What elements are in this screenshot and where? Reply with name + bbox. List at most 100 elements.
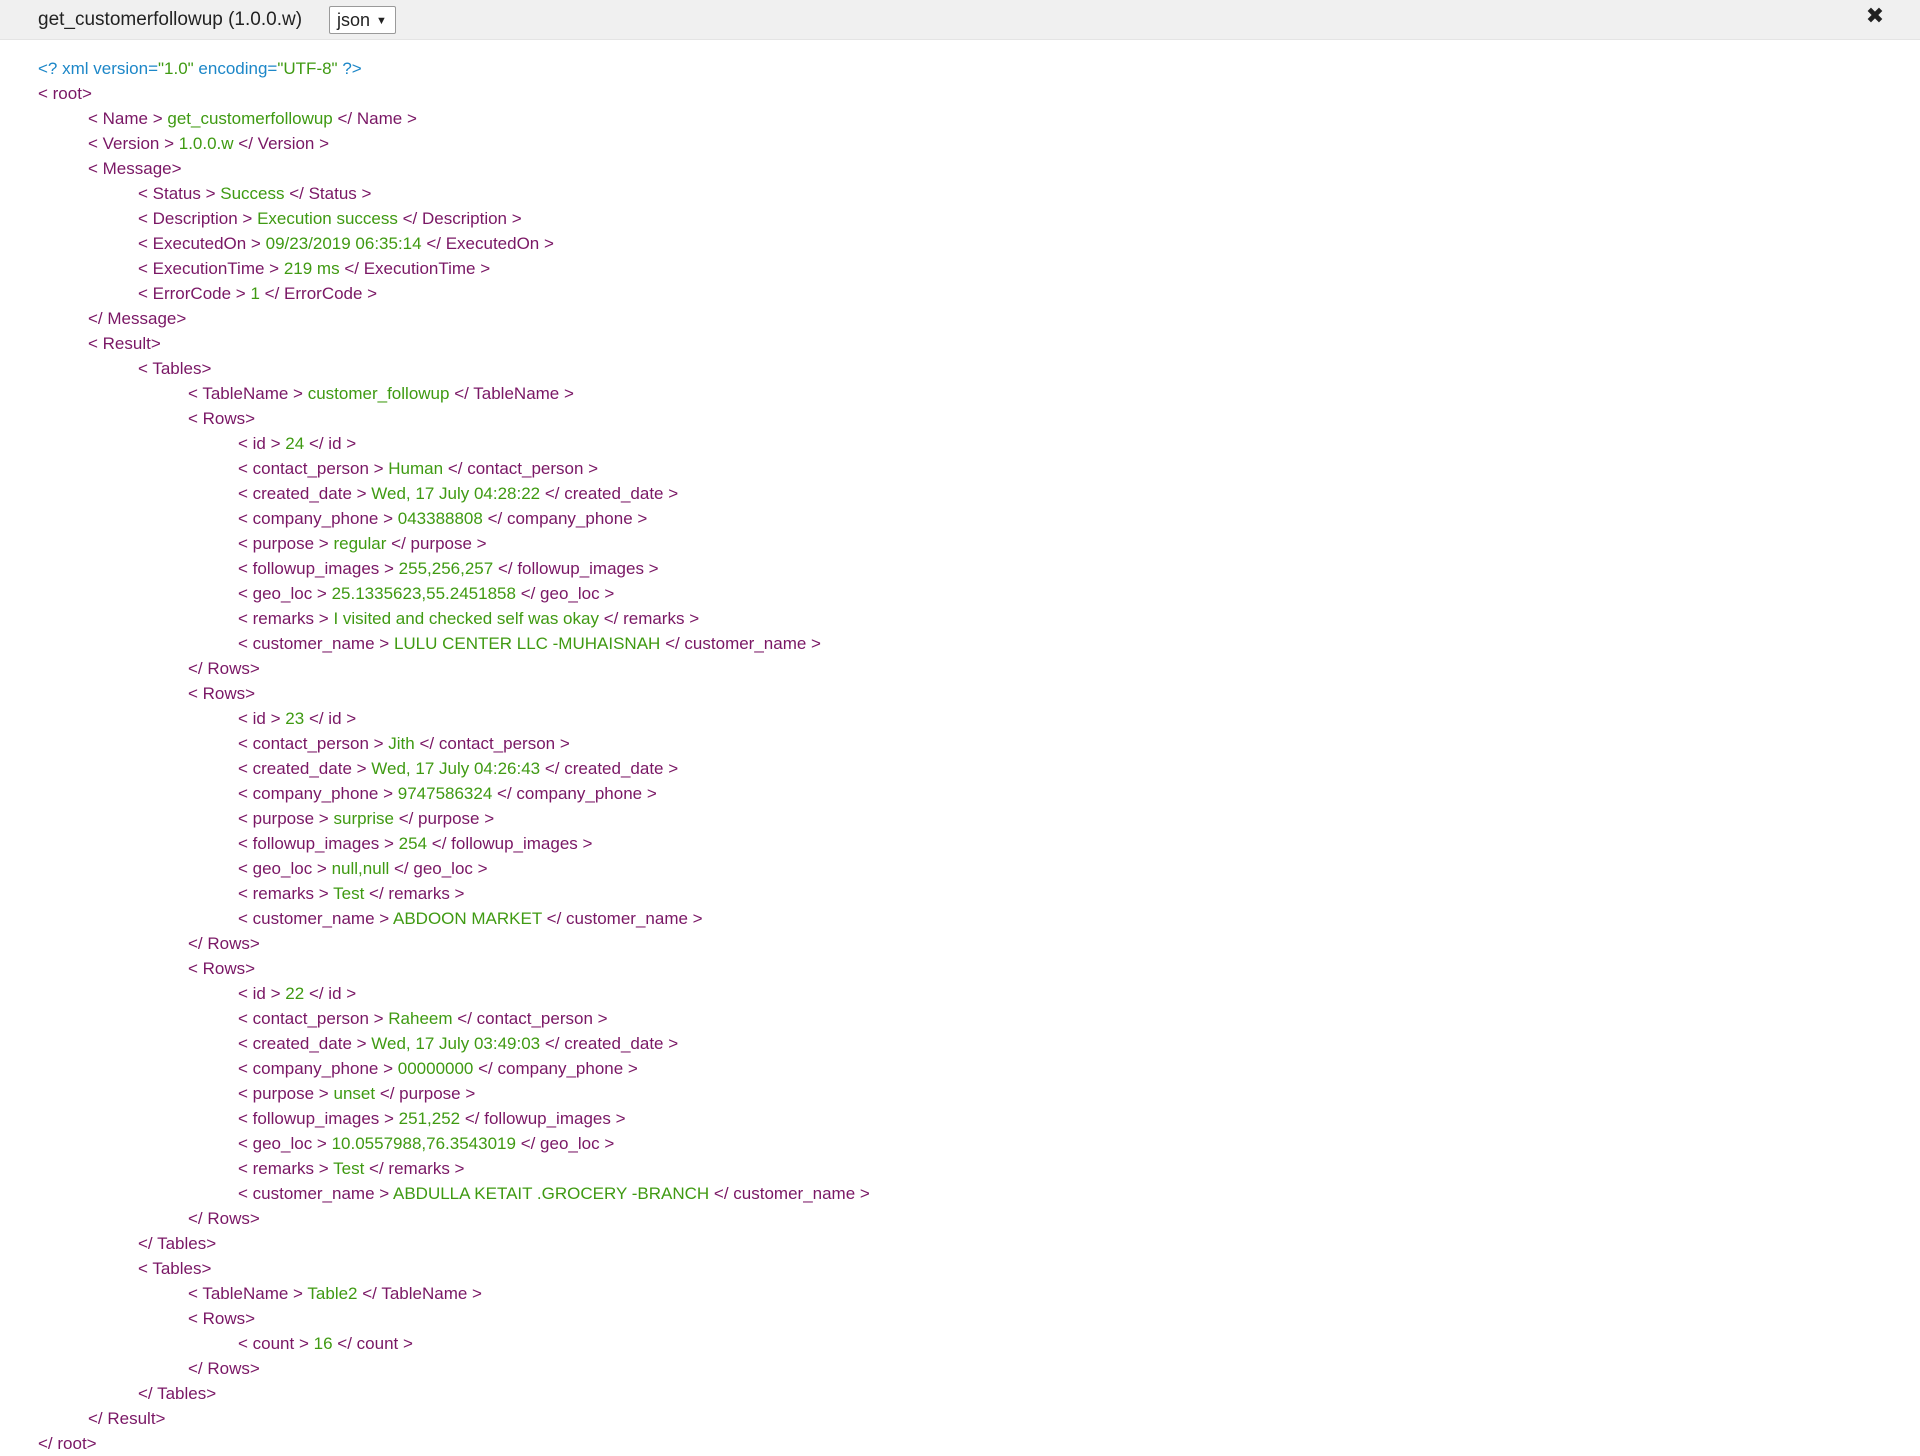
- xml-value: Jith: [388, 734, 415, 753]
- xml-line: </ Tables>: [38, 1381, 1920, 1406]
- xml-close-tag: </ contact_person >: [419, 734, 570, 753]
- xml-close-tag: </ Name >: [337, 109, 417, 128]
- xml-open-tag: < Version >: [88, 134, 175, 153]
- xml-line: < Rows>: [38, 1306, 1920, 1331]
- xml-value: 043388808: [397, 509, 483, 528]
- xml-value: Wed, 17 July 04:28:22: [371, 484, 541, 503]
- xml-line: < remarks > Test </ remarks >: [38, 881, 1920, 906]
- xml-declaration: <? xml version="1.0" encoding="UTF-8" ?>: [38, 56, 1920, 81]
- xml-open-tag: < customer_name >: [238, 634, 390, 653]
- xml-value: regular: [333, 534, 387, 553]
- xml-line: < TableName > customer_followup </ Table…: [38, 381, 1920, 406]
- xml-declaration-suffix: ?>: [337, 59, 362, 78]
- xml-value: 22: [285, 984, 305, 1003]
- xml-line: < created_date > Wed, 17 July 04:26:43 <…: [38, 756, 1920, 781]
- xml-close-tag: </ id >: [308, 984, 357, 1003]
- xml-value: null,null: [331, 859, 390, 878]
- xml-value: Raheem: [388, 1009, 453, 1028]
- xml-value: 16: [313, 1334, 333, 1353]
- xml-open-tag: </ Rows>: [188, 934, 260, 953]
- xml-line: < ErrorCode > 1 </ ErrorCode >: [38, 281, 1920, 306]
- xml-open-tag: < created_date >: [238, 759, 367, 778]
- xml-line: < geo_loc > 10.0557988,76.3543019 </ geo…: [38, 1131, 1920, 1156]
- xml-line: </ Message>: [38, 306, 1920, 331]
- xml-open-tag: < remarks >: [238, 884, 329, 903]
- xml-open-tag: < purpose >: [238, 534, 329, 553]
- xml-close-tag: </ geo_loc >: [520, 584, 615, 603]
- xml-open-tag: < Rows>: [188, 959, 256, 978]
- xml-close-tag: </ remarks >: [369, 1159, 465, 1178]
- xml-value: Human: [388, 459, 444, 478]
- xml-open-tag: </ root>: [38, 1434, 97, 1453]
- xml-open-tag: < Description >: [138, 209, 253, 228]
- xml-line: </ Result>: [38, 1406, 1920, 1431]
- xml-value: 25.1335623,55.2451858: [331, 584, 516, 603]
- xml-open-tag: </ Tables>: [138, 1384, 217, 1403]
- xml-close-tag: </ purpose >: [391, 534, 487, 553]
- xml-open-tag: < Name >: [88, 109, 163, 128]
- xml-line: < id > 22 </ id >: [38, 981, 1920, 1006]
- xml-line: < remarks > Test </ remarks >: [38, 1156, 1920, 1181]
- xml-viewer: <? xml version="1.0" encoding="UTF-8" ?>…: [38, 56, 1920, 1456]
- xml-close-tag: </ created_date >: [544, 1034, 679, 1053]
- xml-line: < company_phone > 043388808 </ company_p…: [38, 506, 1920, 531]
- xml-line: < count > 16 </ count >: [38, 1331, 1920, 1356]
- xml-line: < Version > 1.0.0.w </ Version >: [38, 131, 1920, 156]
- xml-open-tag: < TableName >: [188, 1284, 303, 1303]
- xml-close-tag: </ count >: [337, 1334, 413, 1353]
- xml-close-tag: </ purpose >: [398, 809, 495, 828]
- xml-line: < Tables>: [38, 356, 1920, 381]
- xml-close-tag: </ Version >: [238, 134, 330, 153]
- xml-open-tag: < company_phone >: [238, 509, 394, 528]
- xml-close-tag: </ followup_images >: [464, 1109, 626, 1128]
- xml-close-tag: </ contact_person >: [457, 1009, 608, 1028]
- xml-close-tag: </ Status >: [289, 184, 372, 203]
- xml-open-tag: < followup_images >: [238, 834, 394, 853]
- xml-value: Test: [333, 1159, 365, 1178]
- xml-value: 254: [398, 834, 428, 853]
- xml-line: < customer_name > LULU CENTER LLC -MUHAI…: [38, 631, 1920, 656]
- xml-close-tag: </ customer_name >: [713, 1184, 870, 1203]
- xml-open-tag: < remarks >: [238, 1159, 329, 1178]
- xml-open-tag: < remarks >: [238, 609, 329, 628]
- xml-open-tag: < Rows>: [188, 1309, 256, 1328]
- xml-line: </ Rows>: [38, 1356, 1920, 1381]
- xml-open-tag: < created_date >: [238, 484, 367, 503]
- xml-open-tag: < ExecutionTime >: [138, 259, 280, 278]
- format-select[interactable]: json▼: [329, 6, 396, 34]
- xml-close-tag: </ geo_loc >: [393, 859, 488, 878]
- xml-open-tag: < id >: [238, 709, 281, 728]
- xml-close-tag: </ company_phone >: [487, 509, 648, 528]
- xml-open-tag: < purpose >: [238, 1084, 329, 1103]
- xml-open-tag: </ Message>: [88, 309, 187, 328]
- xml-value: 1: [250, 284, 260, 303]
- xml-line: < Rows>: [38, 681, 1920, 706]
- xml-open-tag: < Message>: [88, 159, 182, 178]
- xml-line: < created_date > Wed, 17 July 04:28:22 <…: [38, 481, 1920, 506]
- xml-close-tag: </ Description >: [402, 209, 522, 228]
- xml-line: < followup_images > 255,256,257 </ follo…: [38, 556, 1920, 581]
- xml-value: Wed, 17 July 03:49:03: [371, 1034, 541, 1053]
- xml-close-tag: </ ExecutedOn >: [426, 234, 554, 253]
- xml-value: I visited and checked self was okay: [333, 609, 599, 628]
- xml-value: get_customerfollowup: [167, 109, 333, 128]
- xml-line: < Tables>: [38, 1256, 1920, 1281]
- xml-open-tag: < customer_name >: [238, 909, 390, 928]
- xml-line: < Message>: [38, 156, 1920, 181]
- xml-line: </ Rows>: [38, 1206, 1920, 1231]
- xml-line: < ExecutedOn > 09/23/2019 06:35:14 </ Ex…: [38, 231, 1920, 256]
- xml-open-tag: < geo_loc >: [238, 584, 327, 603]
- xml-value: 219 ms: [283, 259, 340, 278]
- xml-encoding-label: encoding=: [193, 59, 278, 78]
- xml-open-tag: < ExecutedOn >: [138, 234, 261, 253]
- xml-open-tag: < contact_person >: [238, 459, 384, 478]
- xml-line: < geo_loc > null,null </ geo_loc >: [38, 856, 1920, 881]
- xml-value: customer_followup: [307, 384, 450, 403]
- xml-value: surprise: [333, 809, 394, 828]
- xml-value: ABDULLA KETAIT .GROCERY -BRANCH: [393, 1184, 710, 1203]
- xml-open-tag: < id >: [238, 434, 281, 453]
- xml-line: < purpose > surprise </ purpose >: [38, 806, 1920, 831]
- dialog-header: get_customerfollowup (1.0.0.w) json▼ ✖: [0, 0, 1920, 40]
- close-icon[interactable]: ✖: [1865, 3, 1885, 28]
- xml-value: Wed, 17 July 04:26:43: [371, 759, 541, 778]
